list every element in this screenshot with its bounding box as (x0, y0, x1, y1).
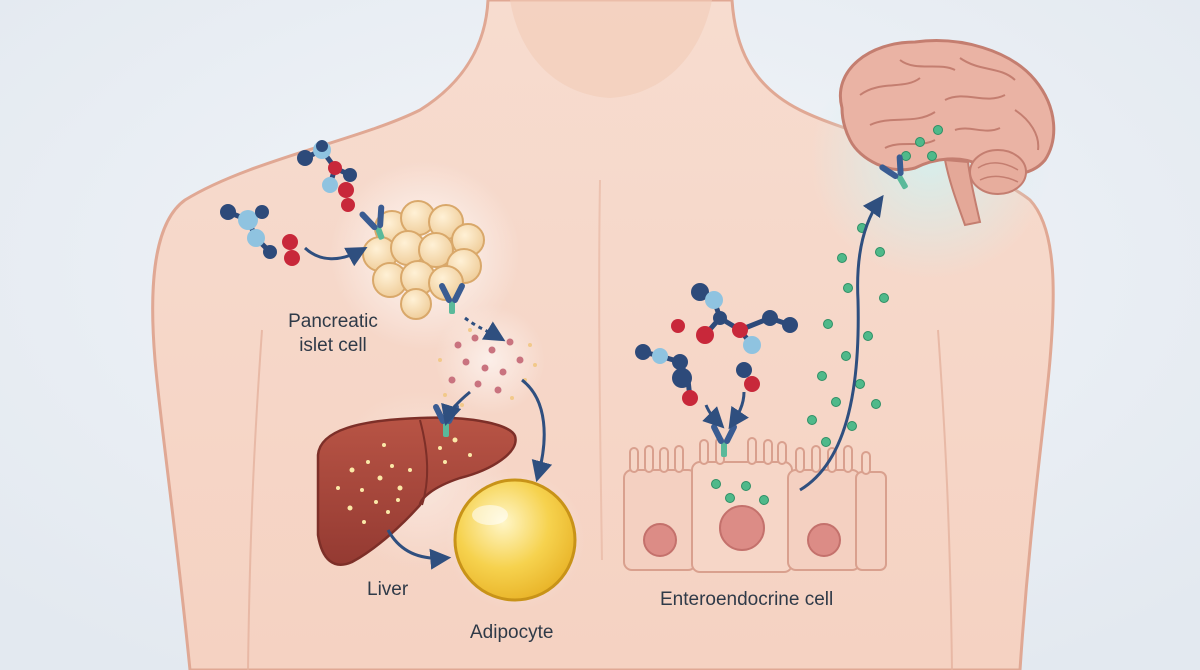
liver-label: Liver (367, 579, 409, 600)
circulating-hormone (807, 223, 889, 447)
molecule-4 (635, 319, 698, 406)
arrow-liver-to-adipocyte (386, 529, 452, 570)
left-arm-crease (247, 329, 263, 670)
pancreatic-islet (330, 160, 520, 350)
molecule-2 (220, 204, 300, 266)
pancreatic-label-line1: Pancreatic (288, 311, 378, 332)
neck-shadow (510, 0, 712, 98)
insulin-particles (435, 305, 545, 415)
drug-molecules (220, 140, 798, 406)
arrow-entero-to-brain (799, 194, 884, 492)
arrow-molecule2-to-entero (728, 391, 749, 430)
arrows (303, 194, 884, 570)
enteroendocrine-label: Enteroendocrine cell (660, 589, 834, 610)
enteroendocrine-cells (623, 437, 887, 573)
pancreatic-islet-label: Pancreatic islet cell (268, 310, 398, 358)
adipocyte-label: Adipocyte (470, 622, 554, 643)
arrow-molecule-to-entero (702, 404, 725, 429)
molecule-3 (691, 283, 798, 392)
chest-midline (598, 179, 603, 561)
adipocyte (445, 470, 585, 610)
arrow-insulin-to-liver (441, 390, 471, 427)
right-arm-crease (937, 329, 953, 670)
molecule-1 (297, 140, 357, 212)
arrow-islet-to-insulin (464, 316, 506, 342)
arrow-insulin-to-adipocyte (521, 378, 553, 483)
pancreatic-label-line2: islet cell (299, 335, 367, 356)
arrow-drug-to-islet (303, 246, 368, 267)
